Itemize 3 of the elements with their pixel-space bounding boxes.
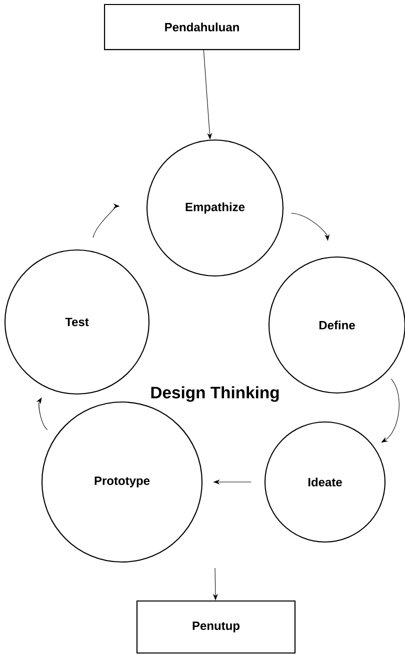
process-box: Pendahuluan	[104, 4, 300, 50]
arrow	[381, 378, 400, 443]
process-box: Penutup	[136, 600, 296, 654]
